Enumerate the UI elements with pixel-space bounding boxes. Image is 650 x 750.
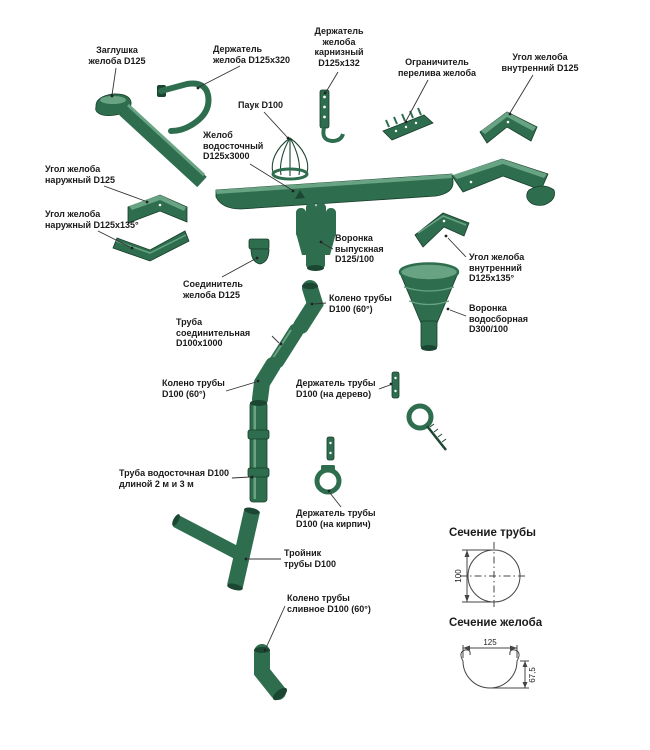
part-pipe-elbow-1 bbox=[293, 280, 324, 334]
part-inside-corner-135 bbox=[414, 212, 470, 248]
part-pipe-holder-brick bbox=[314, 436, 342, 495]
label-cornice-bracket: Держатель желоба карнизный D125x132 bbox=[314, 26, 364, 68]
gutter-warning-marker bbox=[295, 190, 305, 199]
part-cornice-bracket bbox=[319, 89, 345, 144]
part-outlet-funnel bbox=[296, 203, 336, 271]
part-drain-elbow bbox=[254, 644, 288, 701]
part-leaf-strainer bbox=[271, 137, 309, 181]
part-inside-corner-right bbox=[451, 158, 549, 193]
label-inside-corner-d125: Угол желоба внутренний D125 bbox=[501, 52, 579, 73]
part-gutter-connector bbox=[248, 238, 270, 265]
part-tee bbox=[172, 507, 260, 591]
label-outside-corner-d125: Угол желоба наружный D125 bbox=[45, 164, 115, 185]
leader-lines bbox=[97, 65, 534, 649]
part-pipe-elbow-2 bbox=[252, 357, 281, 407]
label-overflow-limiter: Ограничитель перелива желоба bbox=[397, 57, 477, 78]
label-pipe-elbow-2: Колено трубы D100 (60°) bbox=[162, 378, 225, 399]
label-pipe-holder-brick: Держатель трубы D100 (на кирпич) bbox=[296, 508, 376, 529]
part-gutter-end-cap-right bbox=[526, 185, 555, 206]
label-outside-corner-135: Угол желоба наружный D125x135° bbox=[45, 209, 139, 230]
part-gutter-channel bbox=[215, 173, 454, 210]
part-connector-pipe bbox=[269, 323, 304, 369]
label-gutter-end-cap: Заглушка желоба D125 bbox=[88, 45, 146, 66]
leader-dots bbox=[110, 86, 512, 652]
part-downpipe bbox=[247, 400, 270, 503]
part-overflow-limiter bbox=[382, 107, 434, 141]
label-gutter-channel: Желоб водосточный D125x3000 bbox=[203, 130, 264, 162]
pipe-diameter-dim: 100 bbox=[454, 569, 463, 583]
label-gutter-connector: Соединитель желоба D125 bbox=[183, 279, 243, 300]
label-collector-funnel: Воронка водосборная D300/100 bbox=[469, 303, 529, 335]
part-outside-corner-d125 bbox=[127, 194, 188, 224]
part-pipe-holder-wood bbox=[391, 371, 447, 451]
gutter-width-dim: 125 bbox=[483, 638, 497, 647]
label-inside-corner-135: Угол желоба внутренний D125x135° bbox=[469, 252, 525, 284]
label-outlet-funnel: Воронка выпускная D125/100 bbox=[335, 233, 384, 265]
label-pipe-elbow-1: Колено трубы D100 (60°) bbox=[329, 293, 392, 314]
label-pipe-holder-wood: Держатель трубы D100 (на дерево) bbox=[296, 378, 376, 399]
part-gutter-segment-left bbox=[119, 103, 207, 188]
label-leaf-strainer: Паук D100 bbox=[238, 100, 283, 110]
part-outside-corner-135 bbox=[112, 230, 190, 262]
section-gutter-drawing: 125 67,5 bbox=[460, 638, 537, 689]
part-collector-funnel bbox=[398, 262, 460, 351]
label-downpipe: Труба водосточная D100 длиной 2 м и 3 м bbox=[119, 468, 229, 489]
section-pipe-title: Сечение трубы bbox=[449, 527, 536, 539]
section-pipe-drawing: 100 bbox=[454, 542, 528, 610]
part-gutter-bracket-long bbox=[157, 80, 212, 134]
label-tee: Тройник трубы D100 bbox=[284, 548, 337, 569]
section-gutter-title: Сечение желоба bbox=[449, 617, 543, 629]
label-connector-pipe: Труба соединительная D100x1000 bbox=[176, 317, 251, 349]
label-drain-elbow: Колено трубы сливное D100 (60°) bbox=[287, 593, 371, 614]
label-gutter-bracket-long: Держатель желоба D125x320 bbox=[213, 44, 290, 65]
part-inside-corner-d125 bbox=[479, 111, 538, 144]
gutter-height-dim: 67,5 bbox=[528, 667, 537, 683]
